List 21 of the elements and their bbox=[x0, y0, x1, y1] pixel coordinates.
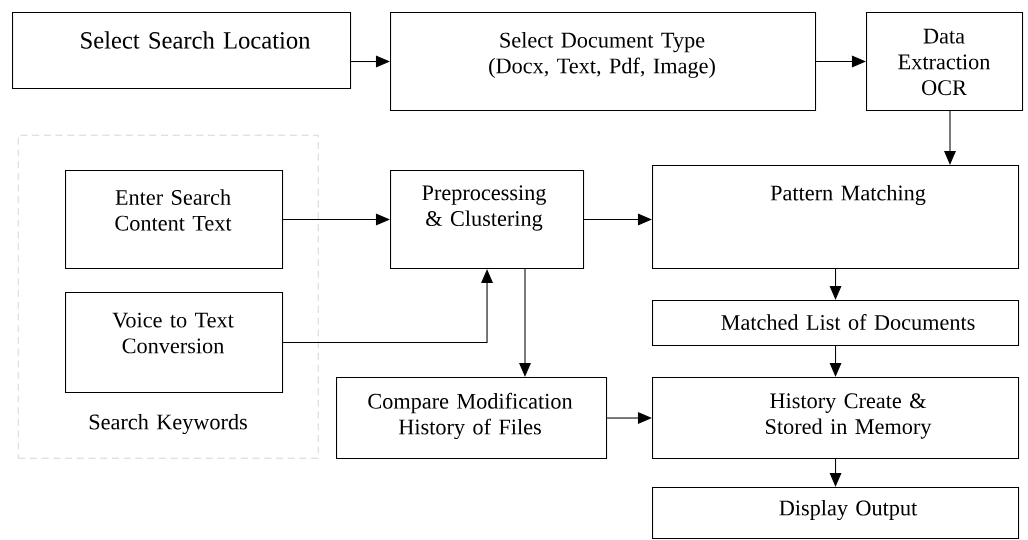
process-box: Display Output bbox=[652, 487, 1020, 540]
process-box: Compare Modification History of Files bbox=[336, 377, 608, 460]
process-box: Matched List of Documents bbox=[652, 300, 1020, 347]
process-box: Enter Search Content Text bbox=[65, 170, 284, 270]
process-box: Preprocessing & Clustering bbox=[390, 170, 585, 270]
arrow bbox=[829, 268, 842, 300]
process-box: History Create & Stored in Memory bbox=[652, 377, 1020, 460]
arrow bbox=[944, 110, 956, 165]
arrow bbox=[606, 412, 652, 424]
process-box: Select Search Location bbox=[12, 12, 352, 90]
arrow bbox=[583, 213, 652, 226]
process-box: Data Extraction OCR bbox=[866, 12, 1024, 112]
process-box: Voice to Text Conversion bbox=[65, 292, 284, 394]
arrow bbox=[350, 55, 390, 68]
arrow bbox=[815, 55, 866, 68]
arrow bbox=[829, 345, 842, 377]
arrow bbox=[829, 458, 842, 487]
arrow bbox=[282, 213, 390, 226]
process-box: Pattern Matching bbox=[652, 165, 1020, 270]
process-box: Select Document Type (Docx, Text, Pdf, Image) bbox=[390, 12, 817, 112]
arrow bbox=[519, 268, 531, 377]
